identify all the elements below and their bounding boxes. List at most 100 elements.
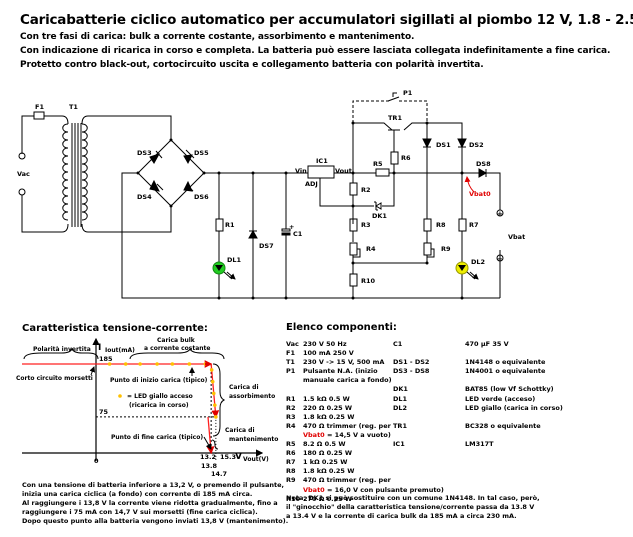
component-row: manuale carica a fondo) [286,376,444,385]
label-vac: Vac [17,170,30,178]
led-point [214,415,218,419]
resistor-r1 [215,218,224,232]
label-vbat0: Vbat0 [469,190,491,198]
x-tick-label: 13.2 [200,453,216,461]
vac-terminal-top [18,152,26,160]
fuse-f1 [33,111,45,120]
component-value: manuale carica a fondo) [303,376,392,385]
component-row [393,413,563,422]
brace-mantenimento [211,439,219,450]
label-ic1: IC1 [316,157,328,165]
components-note-line: il "ginocchio" della caratteristica tens… [286,503,535,512]
component-row [393,376,563,385]
diode-ds1 [422,138,432,149]
diode-ds7 [248,229,258,239]
resistor-r6 [390,151,399,165]
component-ref: DS3 - DS8 [393,367,430,376]
component-value: 220 Ω 0.25 W [303,403,353,412]
label-r3: R3 [361,221,371,229]
page-title: Caricabatterie ciclico automatico per ac… [20,12,633,28]
component-value: Vbat0 = 14,5 V a vuoto) [303,430,391,439]
label-tr1: TR1 [388,114,402,122]
trimmer-r4 [349,242,358,256]
intro-line-2: Con indicazione di ricarica in corso e c… [20,46,611,56]
label-r9: R9 [441,245,451,253]
component-ref: R2 [286,403,296,412]
ic1-lm317 [307,165,335,179]
label-ds5: DS5 [194,149,209,157]
component-row: R7 1 kΩ 0.25 W [286,458,444,467]
component-ref: R9 [286,476,296,485]
y-tick-label: 75 [99,408,109,416]
component-row: Vbat0 = 14,5 V a vuoto) [286,431,444,440]
vbat-minus-sign: − [497,255,503,263]
chart-note-line: Dopo questo punto alla batteria vengono … [22,517,289,526]
component-ref: DL1 [393,394,408,403]
component-ref: P1 [286,367,296,376]
label-ds1: DS1 [436,141,451,149]
component-row: Vbat0 = 16,0 V con pulsante premuto) [286,486,444,495]
component-ref: C1 [393,340,403,348]
brace-assorbimento [212,363,226,437]
component-row: R3 1.8 kΩ 0.25 W [286,413,444,422]
component-ref: R7 [286,458,296,467]
component-value: Vbat0 = 16,0 V con pulsante premuto) [303,485,444,494]
intro-line-1: Con tre fasi di carica: bulk a corrente … [20,32,415,42]
diode-ds5 [183,154,193,165]
led-point [123,362,128,366]
vbat-terminal-plus [496,209,504,217]
label-r6: R6 [401,154,411,162]
label-ds8: DS8 [476,160,491,168]
annotation-mant-1: Carica di [225,427,255,434]
led-point [211,391,216,396]
component-ref: R3 [286,412,296,421]
pushbutton-p1 [387,92,400,102]
annotation-inizio: Punto di inizio carica (tipico) [110,377,208,384]
component-value: 1 kΩ 0.25 W [303,458,348,467]
chart-note: Con una tensione di batteria inferiore a… [22,481,288,526]
component-value: 470 Ω trimmer (reg. per [303,476,391,485]
component-row: R2 220 Ω 0.25 W [286,404,444,413]
resistor-r7 [458,218,467,232]
component-ref [393,349,465,358]
component-value: 8.2 Ω 0.5 W [303,440,346,449]
series-assorbimento [210,363,220,419]
component-ref: DS1 - DS2 [393,358,430,367]
resistor-r2 [349,182,358,196]
intro-line-3: Protetto contro black-out, cortocircuito… [20,60,484,70]
resistor-r3 [349,218,358,232]
diode-ds8 [478,168,488,178]
x-tick-label: 13.8 [201,462,218,470]
annotation-mant-2: mantenimento [229,436,278,443]
series-mantenimento [206,416,215,455]
diode-ds2 [457,138,467,149]
component-ref: DL2 [393,403,408,412]
led-point [138,362,142,366]
component-ref: R1 [286,394,296,403]
label-dl2: DL2 [471,258,485,266]
component-value: BC328 o equivalente [465,421,541,430]
resistor-r8 [423,218,432,232]
vbat0-arrow [464,176,475,193]
chart-title: Caratteristica tensione-corrente: [22,323,208,334]
component-value: 1.8 kΩ 0.25 W [303,412,355,421]
component-value: Pulsante N.A. (inizio [303,367,378,376]
label-r2: R2 [361,186,371,194]
component-ref: R5 [286,440,296,449]
x-tick-label: 15.3 [220,453,236,461]
wire-vac-top [21,115,34,154]
transistor-tr1 [353,122,427,131]
diode-ds3 [149,153,161,164]
